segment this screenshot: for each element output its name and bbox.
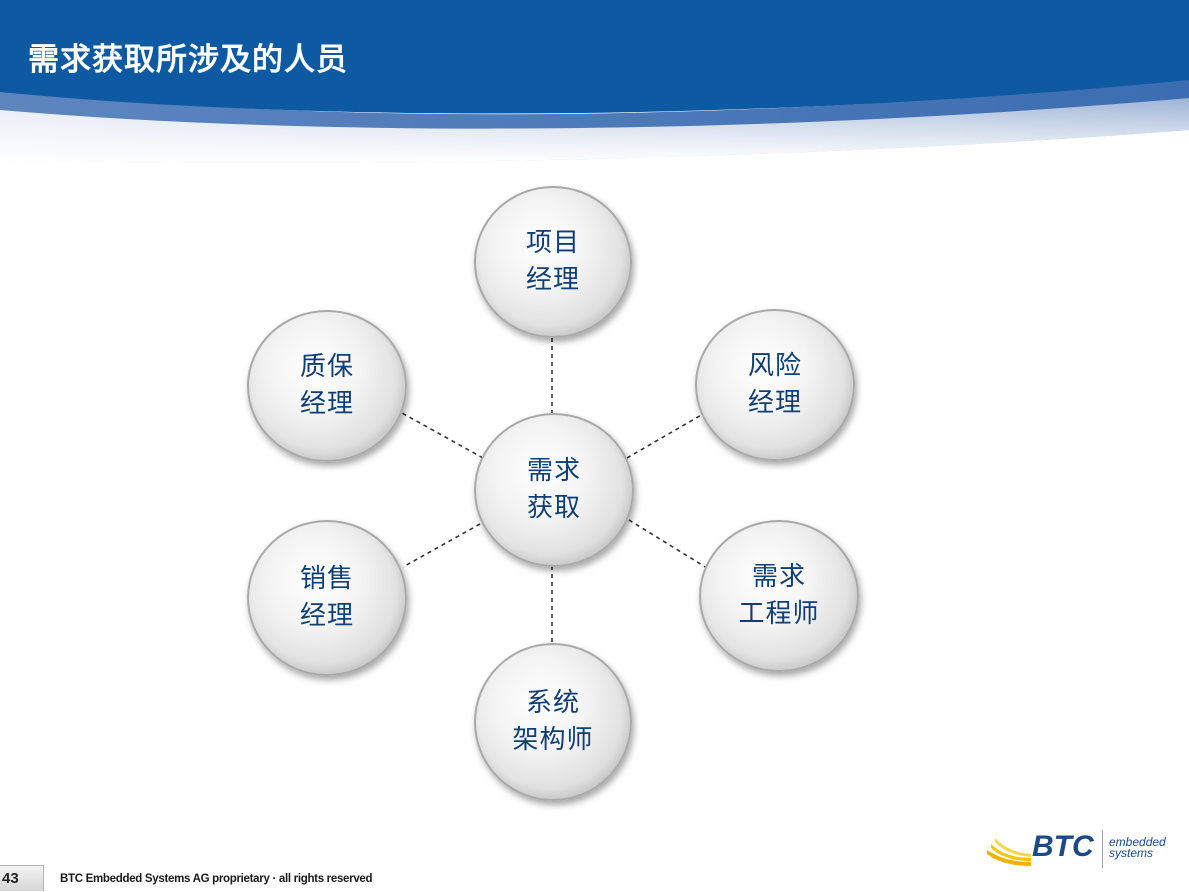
logo-subtitle-line1: embedded (1109, 835, 1166, 849)
slide-header: 需求获取所涉及的人员 (0, 0, 1189, 170)
node-sales-manager-line1: 销售 (299, 564, 354, 594)
node-sales-manager-line2: 经理 (299, 601, 354, 631)
page-number: 43 (0, 865, 44, 891)
connector-risk-manager (626, 413, 704, 459)
node-risk-manager-line1: 风险 (747, 351, 802, 381)
node-qa-manager-line1: 质保 (299, 352, 354, 382)
node-risk-manager-line2: 经理 (747, 388, 802, 418)
logo-subtitle: embedded systems (1109, 835, 1166, 860)
logo-swoosh-icon (987, 838, 1031, 866)
node-center-line1: 需求 (526, 456, 581, 486)
connector-requirements-engineer (628, 519, 708, 569)
header-swoosh (0, 0, 1189, 163)
node-requirements-engineer: 需求 工程师 (699, 520, 859, 672)
node-system-architect-line2: 架构师 (512, 725, 594, 755)
node-qa-manager: 质保 经理 (247, 310, 407, 462)
node-system-architect: 系统 架构师 (474, 643, 632, 801)
node-project-manager: 项目 经理 (474, 186, 632, 338)
node-center-requirements-elicitation: 需求 获取 (474, 413, 634, 567)
slide-title: 需求获取所涉及的人员 (28, 42, 348, 78)
logo-btc-text: BTC (1032, 830, 1094, 863)
connector-sales-manager (402, 523, 481, 568)
node-requirements-engineer-line2: 工程师 (738, 599, 820, 629)
btc-logo: BTC embedded systems (985, 828, 1180, 876)
node-project-manager-line1: 项目 (525, 228, 580, 258)
node-sales-manager: 销售 经理 (247, 520, 407, 676)
footer-copyright: BTC Embedded Systems AG proprietary · al… (60, 873, 373, 885)
node-center-line2: 获取 (526, 493, 581, 523)
node-project-manager-line2: 经理 (525, 265, 580, 295)
node-system-architect-line1: 系统 (525, 688, 580, 718)
logo-separator (1102, 830, 1103, 868)
node-risk-manager: 风险 经理 (695, 309, 855, 461)
logo-subtitle-line2: systems (1109, 846, 1154, 860)
connector-qa-manager (401, 412, 484, 459)
node-requirements-engineer-line1: 需求 (751, 562, 806, 592)
node-qa-manager-line2: 经理 (299, 389, 354, 419)
